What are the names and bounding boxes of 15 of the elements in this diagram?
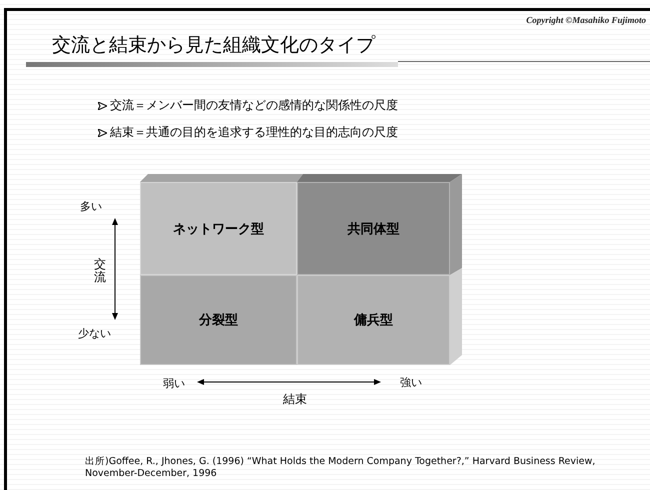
quadrant-cell: 傭兵型	[297, 275, 450, 365]
axis-title: 交流	[94, 258, 106, 284]
quadrant-cell: 分裂型	[140, 275, 297, 365]
axis-label: 少ない	[78, 326, 111, 341]
axis-label: 多い	[80, 199, 102, 214]
axis-label: 強い	[400, 375, 422, 390]
bullet-text: 結束＝共通の目的を追求する理性的な目的志向の尺度	[110, 124, 398, 141]
copyright-note: Copyright ©Masahiko Fujimoto	[526, 15, 646, 25]
quadrant-cell: ネットワーク型	[140, 182, 297, 275]
slide-title: 交流と結束から見た組織文化のタイプ	[52, 33, 375, 58]
bullet-text: 交流＝メンバー間の友情などの感情的な関係性の尺度	[110, 97, 398, 114]
axis-label: 弱い	[163, 376, 185, 391]
quadrant-cell: 共同体型	[297, 182, 450, 275]
axis-title: 結束	[283, 391, 307, 408]
source-citation: 出所)Goffee, R., Jhones, G. (1996) “What Holds the Modern Company Together?,” Harvard Business Review, November-December, 1996	[85, 456, 596, 481]
